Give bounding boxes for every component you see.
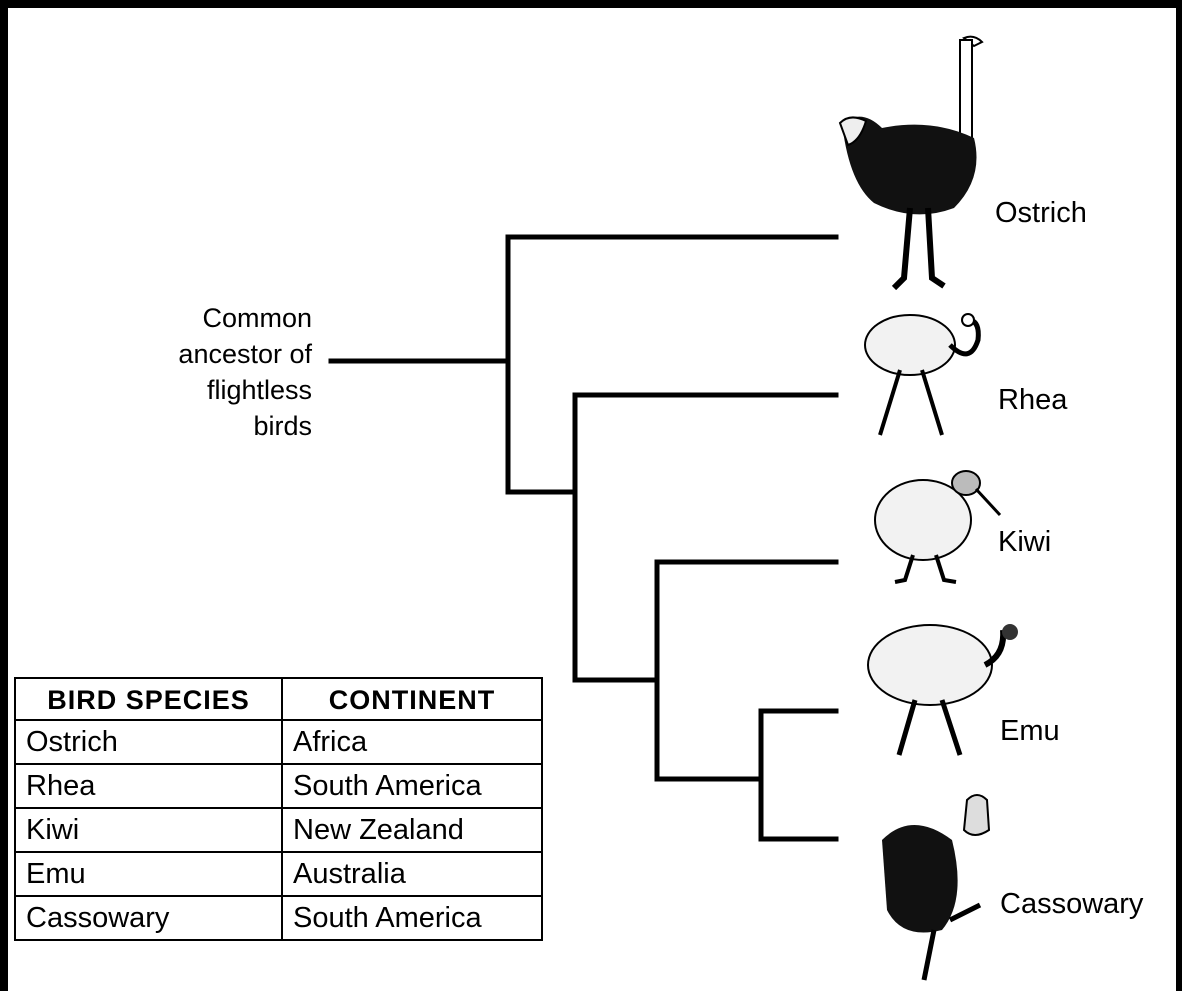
common-ancestor-label: Common ancestor of flightless birds bbox=[100, 300, 312, 444]
table-cell: Emu bbox=[15, 852, 282, 896]
species-label-emu: Emu bbox=[1000, 715, 1060, 747]
rhea-icon bbox=[860, 300, 1000, 440]
table-cell: Australia bbox=[282, 852, 542, 896]
table-header-row: BIRD SPECIES CONTINENT bbox=[15, 678, 542, 720]
species-label-kiwi: Kiwi bbox=[998, 526, 1051, 558]
kiwi-icon bbox=[868, 455, 1003, 585]
table-cell: Cassowary bbox=[15, 896, 282, 940]
header-continent: CONTINENT bbox=[282, 678, 542, 720]
table-row: Cassowary South America bbox=[15, 896, 542, 940]
table-cell: South America bbox=[282, 896, 542, 940]
table-cell: Kiwi bbox=[15, 808, 282, 852]
species-continent-table: BIRD SPECIES CONTINENT Ostrich Africa Rh… bbox=[14, 677, 543, 941]
table-cell: Africa bbox=[282, 720, 542, 764]
table-cell: New Zealand bbox=[282, 808, 542, 852]
species-label-ostrich: Ostrich bbox=[995, 197, 1087, 229]
header-bird-species: BIRD SPECIES bbox=[15, 678, 282, 720]
table-row: Ostrich Africa bbox=[15, 720, 542, 764]
species-label-cassowary: Cassowary bbox=[1000, 888, 1143, 920]
table-cell: Ostrich bbox=[15, 720, 282, 764]
table-cell: Rhea bbox=[15, 764, 282, 808]
table-row: Rhea South America bbox=[15, 764, 542, 808]
cassowary-icon bbox=[872, 790, 1002, 985]
table-row: Emu Australia bbox=[15, 852, 542, 896]
ostrich-icon bbox=[832, 28, 992, 290]
table-row: Kiwi New Zealand bbox=[15, 808, 542, 852]
table-cell: South America bbox=[282, 764, 542, 808]
species-label-rhea: Rhea bbox=[998, 384, 1067, 416]
